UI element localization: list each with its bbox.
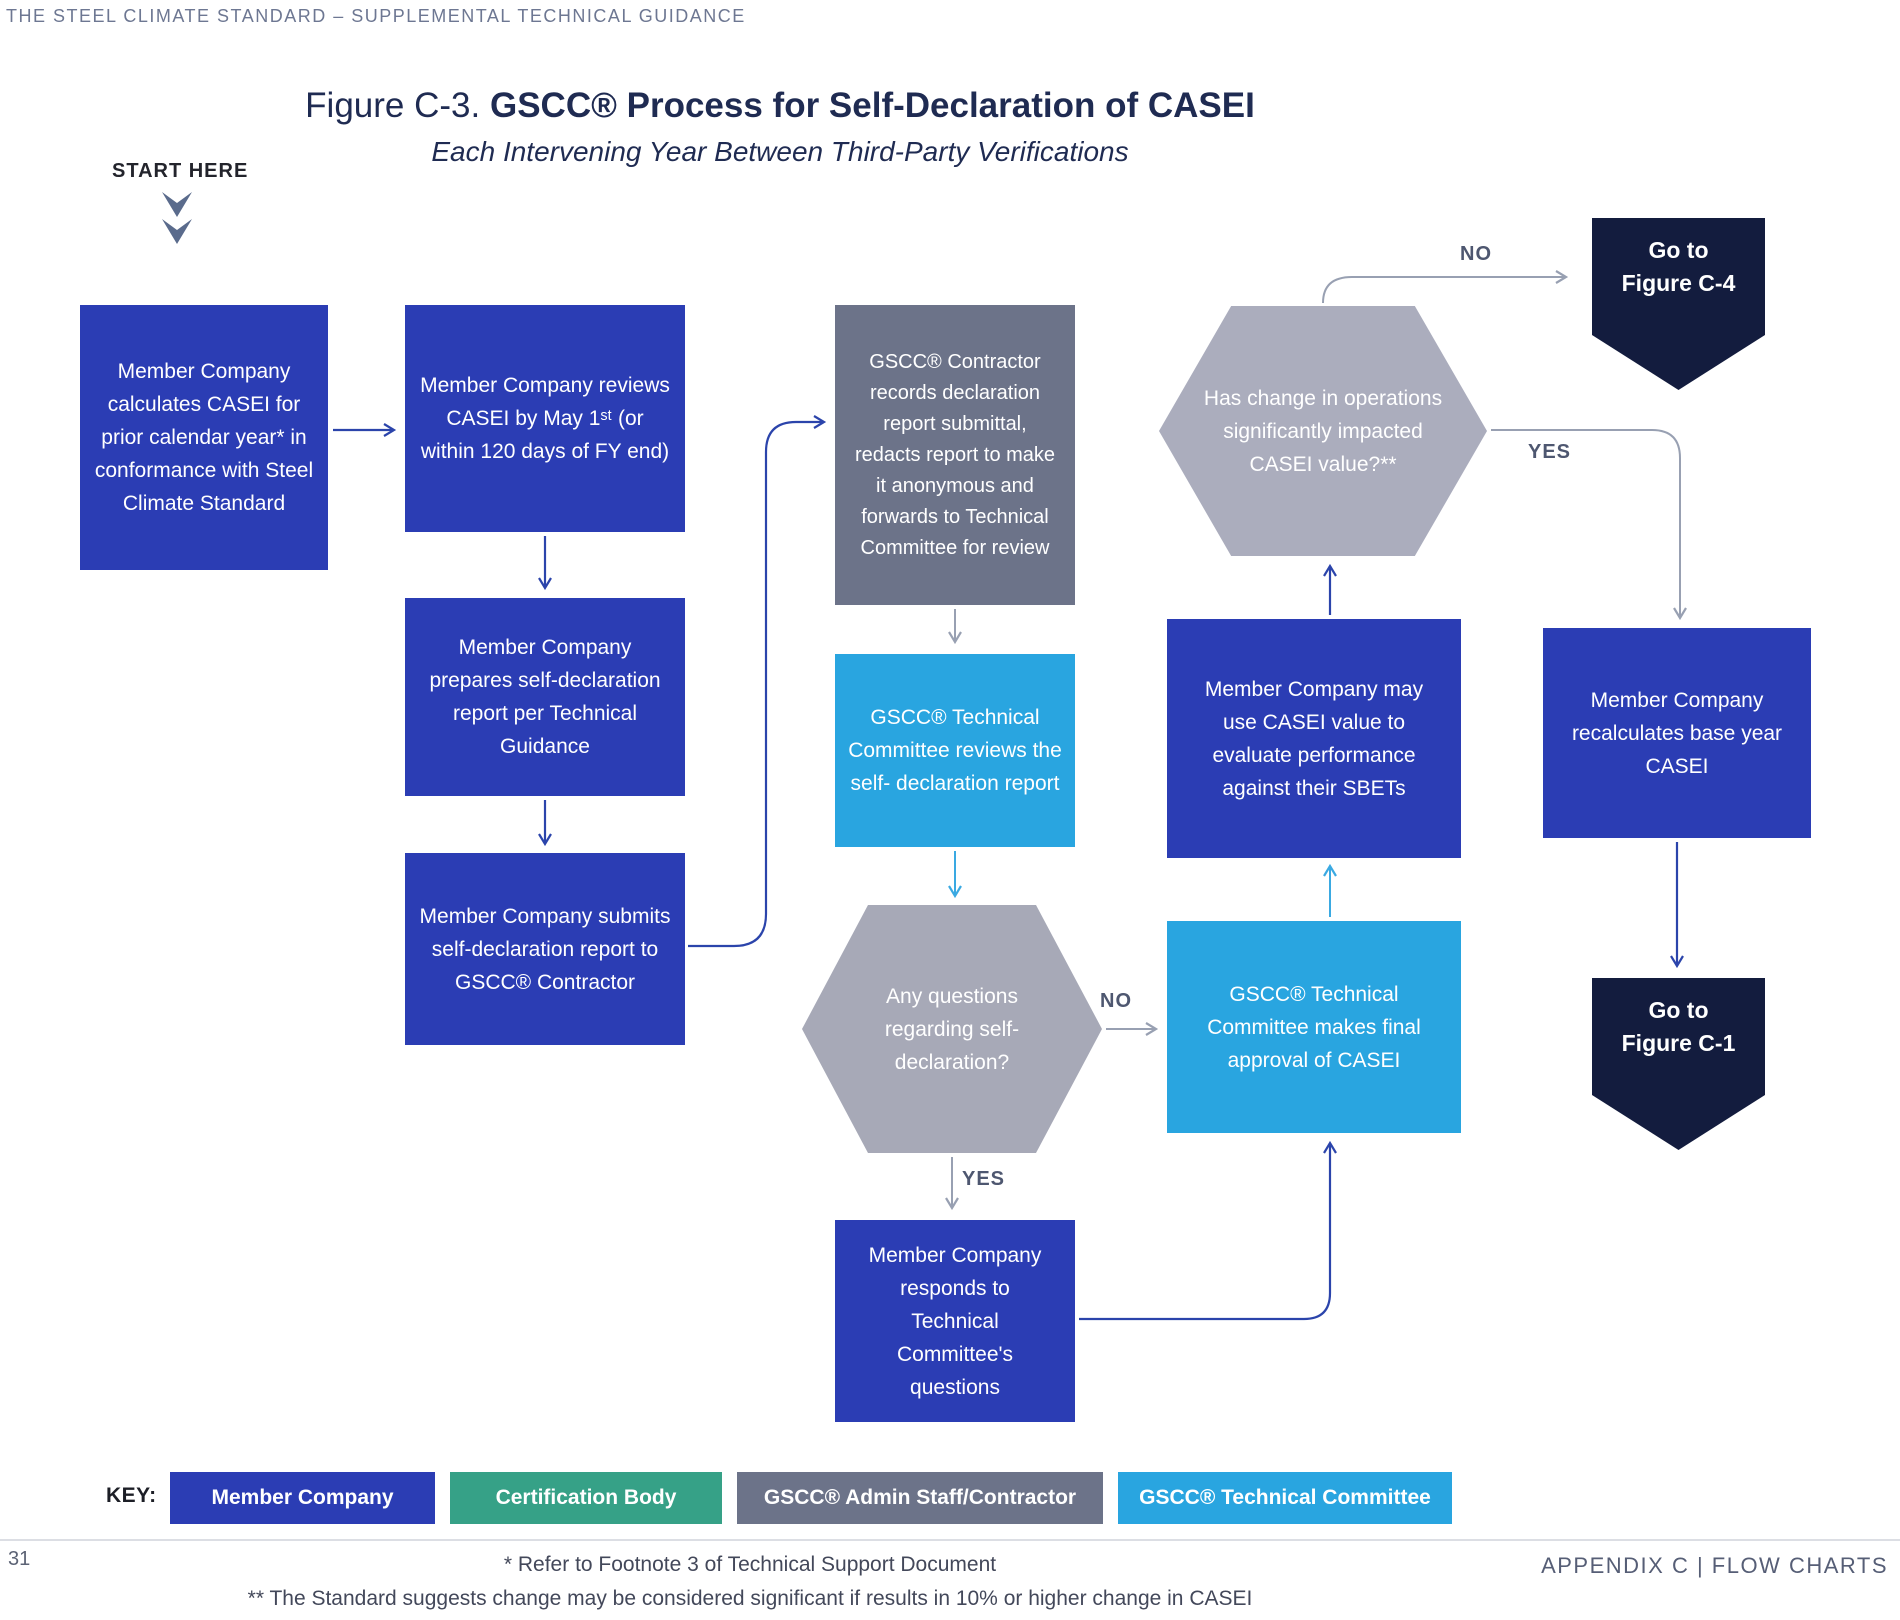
start-chevrons-icon [162,192,192,244]
appendix-footer: APPENDIX C | FLOW CHARTS [1541,1553,1888,1578]
node-final-approval: GSCC® Technical Committee makes final ap… [1167,921,1461,1133]
node-prepare-report: Member Company prepares self-declaration… [405,598,685,796]
node-contractor-records: GSCC® Contractor records declaration rep… [835,305,1075,605]
node-calculate-casei: Member Company calculates CASEI for prio… [80,305,328,570]
connector-submit-contractor [688,415,827,948]
key-label: KEY: [106,1484,157,1507]
node-committee-reviews: GSCC® Technical Committee reviews the se… [835,654,1075,847]
key-chip-certification-body: Certification Body [450,1472,722,1524]
figure-title-prefix: Figure C-3. [305,86,481,125]
key-chip-technical-committee: GSCC® Technical Committee [1118,1472,1452,1524]
node-goto-figure-c1: Go to Figure C-1 [1592,978,1765,1150]
key-chip-admin-staff-contractor: GSCC® Admin Staff/Contractor [737,1472,1103,1524]
page-number: 31 [8,1548,31,1570]
edge-label-yes-questions: YES [962,1168,1006,1190]
footnotes: * Refer to Footnote 3 of Technical Suppo… [0,1553,1500,1620]
node-goto-figure-c4: Go to Figure C-4 [1592,218,1765,390]
node-review-casei: Member Company reviews CASEI by May 1ˢᵗ … [405,305,685,532]
node-may-use-casei: Member Company may use CASEI value to ev… [1167,619,1461,858]
figure-title-main: GSCC® Process for Self-Declaration of CA… [489,86,1255,125]
footnote-1: * Refer to Footnote 3 of Technical Suppo… [503,1553,997,1576]
node-recalculate-base-year: Member Company recalculates base year CA… [1543,628,1811,838]
key-legend: KEY: Member Company Certification Body G… [0,1472,1900,1524]
edge-label-yes-change: YES [1528,441,1572,463]
decision-any-questions: Any questions regarding self-declaration… [802,905,1102,1153]
node-member-responds: Member Company responds to Technical Com… [835,1220,1075,1422]
connector-change-no [1322,270,1569,304]
decision-change-impact: Has change in operations significantly i… [1159,306,1487,556]
footnote-2: ** The Standard suggests change may be c… [247,1587,1253,1610]
figure-subtitle: Each Intervening Year Between Third-Part… [431,136,1129,167]
document-header: THE STEEL CLIMATE STANDARD – SUPPLEMENTA… [6,6,746,26]
figure-title: Figure C-3. GSCC® Process for Self-Decla… [0,86,1560,126]
start-here-label: START HERE [112,160,249,182]
footer-divider [0,1539,1900,1541]
key-chip-member-company: Member Company [170,1472,435,1524]
edge-label-no-questions: NO [1100,990,1132,1012]
node-submit-report: Member Company submits self-declaration … [405,853,685,1045]
connector-responds-final [1079,1140,1337,1321]
connector-change-yes [1491,429,1687,621]
edge-label-no-change: NO [1460,243,1492,265]
